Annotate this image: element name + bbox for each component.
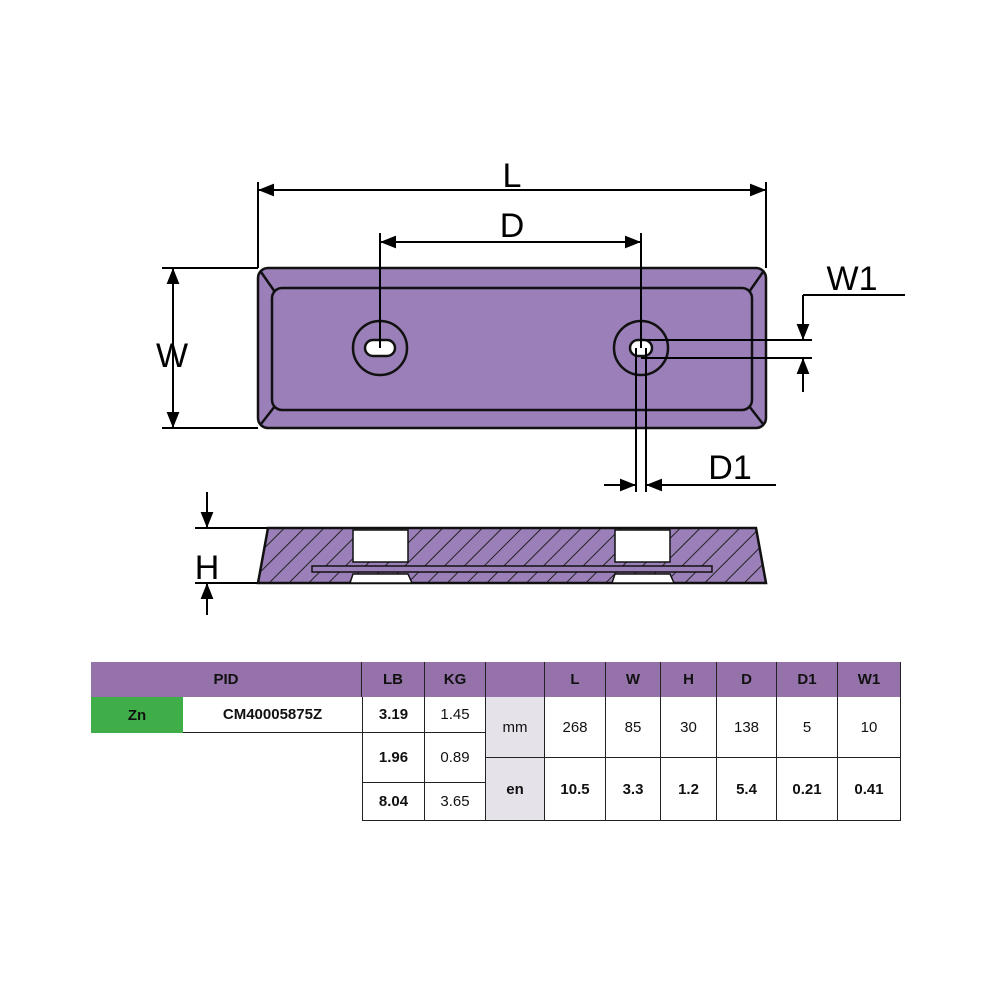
header-D: D xyxy=(717,662,777,697)
mm-D1: 5 xyxy=(777,697,838,758)
header-H: H xyxy=(661,662,717,697)
label-W: W xyxy=(156,337,188,375)
header-kg: KG xyxy=(425,662,486,697)
material-cell: Zn xyxy=(91,697,183,733)
en-L: 10.5 xyxy=(545,758,606,821)
technical-drawing: L D W W1 D1 H xyxy=(156,157,905,615)
header-W1: W1 xyxy=(838,662,901,697)
label-H: H xyxy=(195,549,220,587)
label-L: L xyxy=(503,157,522,195)
product-code-cell: CM40005875Z xyxy=(183,697,362,733)
side-view xyxy=(256,526,768,585)
weight-kg: 0.89 xyxy=(425,733,486,783)
label-D1: D1 xyxy=(708,449,751,487)
header-W: W xyxy=(606,662,661,697)
weight-lb: 3.19 xyxy=(362,697,425,733)
label-W1: W1 xyxy=(827,260,878,298)
label-D: D xyxy=(500,207,525,245)
unit-mm: mm xyxy=(486,697,545,758)
weight-lb: 1.96 xyxy=(362,733,425,783)
mm-L: 268 xyxy=(545,697,606,758)
en-H: 1.2 xyxy=(661,758,717,821)
en-D: 5.4 xyxy=(717,758,777,821)
header-unit xyxy=(486,662,545,697)
weight-lb: 8.04 xyxy=(362,783,425,821)
mm-D: 138 xyxy=(717,697,777,758)
header-lb: LB xyxy=(362,662,425,697)
unit-en: en xyxy=(486,758,545,821)
dimension-labels: L D W W1 D1 H xyxy=(156,157,878,587)
top-view xyxy=(256,266,768,430)
en-W1: 0.41 xyxy=(838,758,901,821)
mm-W1: 10 xyxy=(838,697,901,758)
weight-kg: 1.45 xyxy=(425,697,486,733)
header-D1: D1 xyxy=(777,662,838,697)
en-W: 3.3 xyxy=(606,758,661,821)
header-pid: PID xyxy=(91,662,362,697)
header-L: L xyxy=(545,662,606,697)
weight-kg: 3.65 xyxy=(425,783,486,821)
en-D1: 0.21 xyxy=(777,758,838,821)
dimension-lines xyxy=(162,182,905,615)
mm-H: 30 xyxy=(661,697,717,758)
mm-W: 85 xyxy=(606,697,661,758)
